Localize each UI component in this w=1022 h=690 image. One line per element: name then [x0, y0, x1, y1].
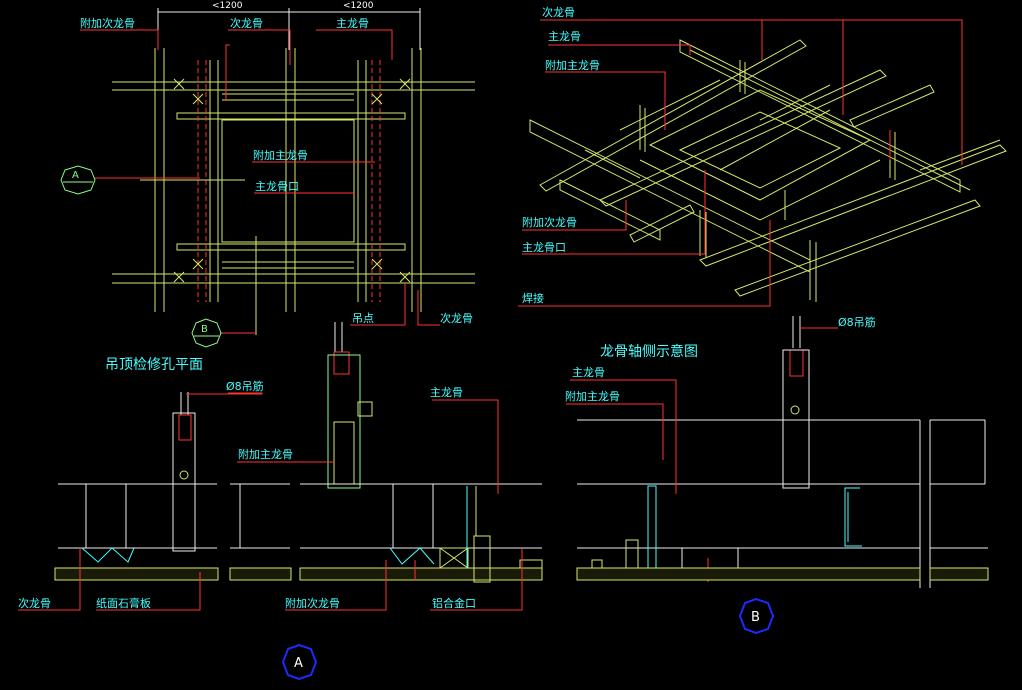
- label-secB-fujia-zhulonggu: 附加主龙骨: [565, 389, 620, 403]
- label-secA-shigaoban: 纸面石膏板: [96, 596, 151, 610]
- label-zhulonggu-top: 主龙骨: [336, 17, 369, 30]
- label-axo-fujia-zhulonggu: 附加主龙骨: [545, 58, 600, 72]
- plan-view: <1200 <1200: [60, 1, 475, 373]
- section-tag-b-small: B: [201, 324, 208, 335]
- axonometric-view: 次龙骨 主龙骨 附加主龙骨 附加次龙骨 主龙骨口 焊接 龙骨轴侧示意图: [518, 5, 1007, 360]
- label-zhulonggu-kou-plan: 主龙骨口: [255, 180, 299, 193]
- label-axo-fujia-cilonggu: 附加次龙骨: [522, 215, 577, 229]
- gypsum-board-b: [576, 567, 989, 581]
- section-tag-a-small: A: [72, 170, 79, 181]
- label-secA-diaojin: Ø8吊筋: [226, 379, 264, 393]
- label-secA-zhulonggu: 主龙骨: [430, 386, 463, 399]
- label-fujia-cilonggu-top: 附加次龙骨: [80, 16, 135, 30]
- section-tag-b-big: [738, 597, 775, 635]
- label-axo-hanjie: 焊接: [522, 291, 544, 305]
- section-tag-a-big-label: A: [294, 656, 303, 671]
- label-secA-lvhejinkou: 铝合金口: [432, 596, 476, 610]
- label-cilonggu-plan: 次龙骨: [440, 311, 473, 325]
- dimension-right: <1200: [343, 1, 374, 11]
- label-secB-zhulonggu: 主龙骨: [572, 366, 605, 379]
- label-secB-diaojin: Ø8吊筋: [838, 315, 876, 329]
- dimension-left: <1200: [212, 1, 243, 11]
- label-secA-fujia-zhulonggu: 附加主龙骨: [238, 447, 293, 461]
- title-axo: 龙骨轴侧示意图: [600, 343, 698, 360]
- section-a: Ø8吊筋 主龙骨 附加主龙骨 次龙骨 纸面石膏板 附加次龙骨 铝合金口 A: [18, 322, 543, 681]
- label-secA-cilonggu: 次龙骨: [18, 596, 51, 610]
- label-axo-zhulonggu-kou: 主龙骨口: [522, 241, 566, 254]
- section-tag-a-big: [281, 643, 318, 681]
- section-tag-b-big-label: B: [751, 610, 760, 625]
- label-cilonggu-top: 次龙骨: [230, 16, 263, 30]
- label-secA-fujia-cilonggu: 附加次龙骨: [285, 596, 340, 610]
- section-b: Ø8吊筋 主龙骨 附加主龙骨 B: [565, 315, 989, 635]
- title-plan: 吊顶检修孔平面: [105, 357, 203, 373]
- gypsum-board-a: [54, 567, 543, 581]
- label-axo-cilonggu: 次龙骨: [542, 5, 575, 19]
- label-fujia-zhulonggu-plan: 附加主龙骨: [253, 148, 308, 162]
- label-diaodian: 吊点: [352, 312, 374, 325]
- label-axo-zhulonggu: 主龙骨: [548, 30, 581, 43]
